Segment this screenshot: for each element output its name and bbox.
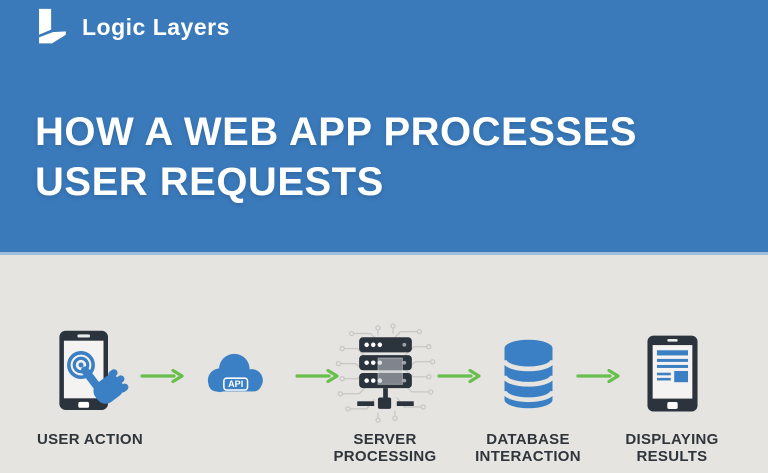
flow-arrow-icon bbox=[295, 368, 339, 384]
api-label: API bbox=[228, 379, 243, 389]
database-icon bbox=[501, 339, 555, 409]
header-banner: Logic Layers HOW A WEB APP PROCESSES USE… bbox=[0, 0, 768, 255]
step-server-processing: SERVER PROCESSING bbox=[315, 323, 455, 465]
flow-arrow-icon bbox=[140, 368, 184, 384]
results-tablet-icon bbox=[646, 335, 698, 412]
step-label: DATABASE INTERACTION bbox=[475, 431, 581, 466]
step-user-action: USER ACTION bbox=[20, 323, 160, 448]
touch-device-icon bbox=[59, 330, 129, 410]
brand-name: Logic Layers bbox=[82, 13, 230, 40]
brand-logo: Logic Layers bbox=[33, 8, 230, 46]
page-title: HOW A WEB APP PROCESSES USER REQUESTS bbox=[35, 107, 637, 207]
step-api-cloud: API bbox=[165, 323, 305, 425]
flow-arrow-icon bbox=[576, 368, 620, 384]
logic-layers-logo-icon bbox=[39, 8, 66, 44]
page-title-line-1: HOW A WEB APP PROCESSES bbox=[35, 110, 637, 154]
step-label: SERVER PROCESSING bbox=[333, 431, 437, 466]
server-icon bbox=[335, 323, 435, 423]
api-cloud-icon: API bbox=[207, 353, 263, 393]
pointing-hand-icon bbox=[81, 366, 129, 404]
flow-diagram: USER ACTION API bbox=[0, 255, 768, 470]
page-title-line-2: USER REQUESTS bbox=[35, 160, 384, 204]
step-label: DISPLAYING RESULTS bbox=[625, 431, 719, 466]
circuit-traces bbox=[335, 323, 435, 423]
flow-arrow-icon bbox=[437, 368, 481, 384]
result-content-lines bbox=[656, 350, 688, 383]
step-displaying-results: DISPLAYING RESULTS bbox=[602, 323, 742, 465]
chip-overlay bbox=[376, 357, 403, 385]
step-label: USER ACTION bbox=[36, 431, 144, 448]
step-database-interaction: DATABASE INTERACTION bbox=[458, 323, 598, 465]
